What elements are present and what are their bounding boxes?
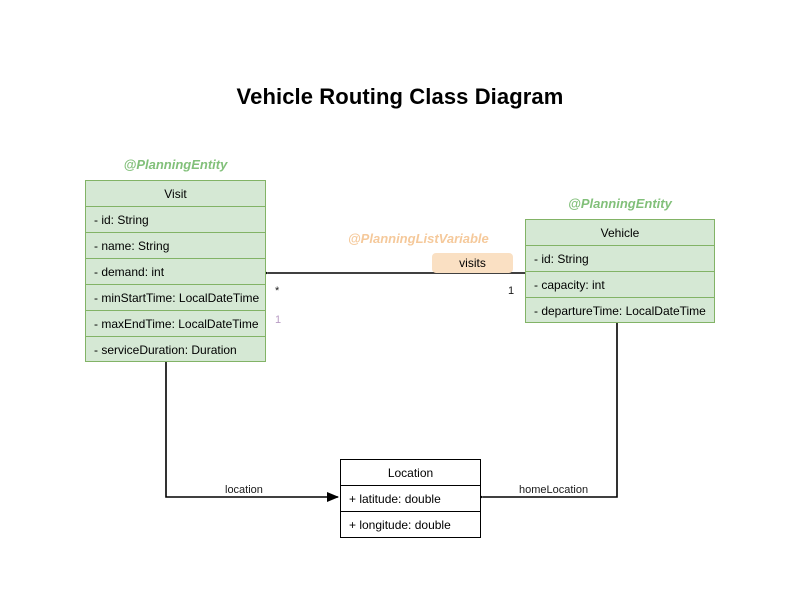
class-box-location[interactable]: Location + latitude: double + longitude:… [340, 459, 481, 538]
class-attribute: - minStartTime: LocalDateTime [86, 285, 265, 311]
class-box-vehicle[interactable]: Vehicle - id: String - capacity: int - d… [525, 219, 715, 323]
association-role-badge-visits[interactable]: visits [432, 253, 513, 273]
class-name-vehicle: Vehicle [526, 220, 714, 246]
class-attribute: + longitude: double [349, 518, 451, 532]
edge-visit-location [165, 362, 339, 502]
class-attribute: - name: String [86, 233, 265, 259]
multiplicity-visit-many: * [275, 285, 280, 297]
multiplicity-vehicle-one: 1 [508, 285, 515, 297]
class-name-location: Location [341, 460, 480, 486]
multiplicity-visit-one: 1 [275, 314, 282, 326]
class-attribute: - capacity: int [526, 272, 714, 298]
stereotype-planning-list-variable: @PlanningListVariable [348, 231, 489, 246]
class-attribute: - demand: int [86, 259, 265, 285]
class-attribute: + latitude: double [341, 486, 480, 512]
edge-label-location: location [225, 484, 263, 496]
class-attribute: - id: String [526, 246, 714, 272]
stereotype-planning-entity-vehicle: @PlanningEntity [568, 196, 672, 211]
class-attribute: - maxEndTime: LocalDateTime [86, 311, 265, 337]
class-attribute: - serviceDuration: Duration [94, 343, 237, 357]
page-title: Vehicle Routing Class Diagram [236, 84, 564, 109]
class-name-visit: Visit [86, 181, 265, 207]
class-attribute: - id: String [86, 207, 265, 233]
edge-label-home-location: homeLocation [519, 484, 589, 496]
stereotype-planning-entity-visit: @PlanningEntity [123, 157, 228, 172]
class-box-visit[interactable]: Visit - id: String - name: String - dema… [85, 180, 266, 362]
edge-vehicle-homelocation [472, 323, 618, 502]
class-attribute: - departureTime: LocalDateTime [534, 304, 706, 318]
